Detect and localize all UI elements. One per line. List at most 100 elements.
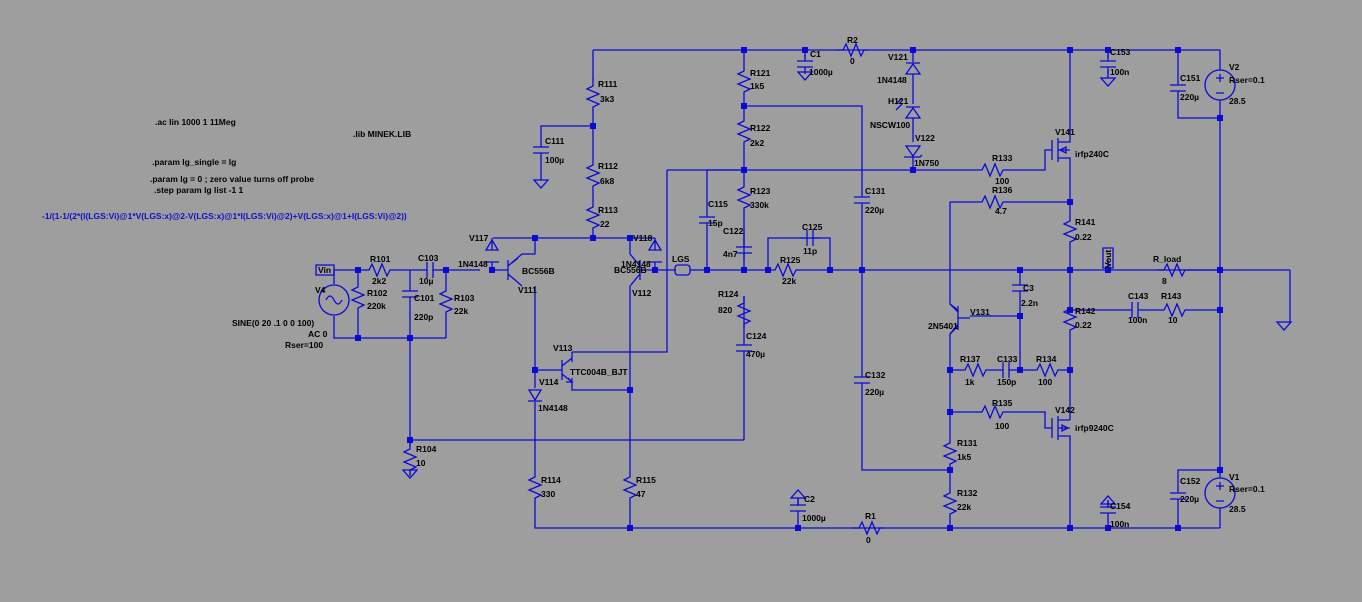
label-R113-name[interactable]: R113 [598,205,618,215]
net-label-Vin[interactable] [315,264,335,276]
mosfet-V141[interactable] [1051,138,1071,162]
voltage-source-V2[interactable] [1204,69,1236,101]
resistor-R103[interactable] [439,283,453,317]
label-R1-name[interactable]: R1 [865,511,876,521]
label-R133-value[interactable]: 100 [995,176,1009,186]
label-C111-name[interactable]: C111 [545,136,565,146]
label-C143-value[interactable]: 100n [1128,315,1147,325]
transistor-V131[interactable] [949,303,970,335]
resistor-R123[interactable] [737,179,751,213]
label-V122-name[interactable]: V122 [915,133,935,143]
label-R124-value[interactable]: 820 [718,305,732,315]
label-R122-value[interactable]: 2k2 [750,138,764,148]
label-R142-value[interactable]: 0.22 [1075,320,1092,330]
label-C154-value[interactable]: 100n [1110,519,1129,529]
label-C133-value[interactable]: 150p [997,377,1016,387]
label-R142-name[interactable]: R142 [1075,306,1096,316]
label-R111-name[interactable]: R111 [598,79,618,89]
label-R121-value[interactable]: 1k5 [750,81,764,91]
label-C115-value[interactable]: 15p [708,218,723,228]
label-C101-name[interactable]: C101 [414,293,435,303]
diode-V121[interactable] [904,62,922,75]
label-V4-value[interactable]: SINE(0 20 .1 0 0 100) [232,318,314,328]
label-R115-value[interactable]: 47 [636,489,646,499]
resistor-R114[interactable] [528,469,542,503]
label-C125-value[interactable]: 11p [803,246,817,256]
directive-param-single[interactable]: .param lg_single = lg [152,157,236,167]
label-R113-value[interactable]: 22 [600,219,610,229]
resistor-R133[interactable] [974,163,1008,177]
label-R134-value[interactable]: 100 [1038,377,1052,387]
label-V141-name[interactable]: V141 [1055,127,1075,137]
label-R2-value[interactable]: 0 [850,56,855,66]
label-R134-name[interactable]: R134 [1036,354,1057,364]
capacitor-C133[interactable] [995,361,1017,379]
label-R141-name[interactable]: R141 [1075,217,1096,227]
label-V113-name[interactable]: V113 [553,343,573,353]
resistor-R132[interactable] [943,485,957,519]
label-C143-name[interactable]: C143 [1128,291,1149,301]
directive-lib[interactable]: .lib MINEK.LIB [353,129,411,139]
directive-param-lg[interactable]: .param lg = 0 ; zero value turns off pro… [150,174,314,184]
label-R124-name[interactable]: R124 [718,289,739,299]
label-V121-value[interactable]: 1N4148 [877,75,907,85]
label-R114-name[interactable]: R114 [541,475,561,485]
label-V1-value[interactable]: 28.5 [1229,504,1246,514]
label-R_load-value[interactable]: 8 [1162,276,1167,286]
directive-ac[interactable]: .ac lin 1000 1 11Meg [155,117,236,127]
resistor-R101[interactable] [361,263,395,277]
label-V114-name[interactable]: V114 [539,377,559,387]
label-C124-value[interactable]: 470µ [746,349,765,359]
label-R136-name[interactable]: R136 [992,185,1013,195]
label-R135-name[interactable]: R135 [992,398,1013,408]
label-V114-value[interactable]: 1N4148 [538,403,568,413]
label-C124-name[interactable]: C124 [746,331,767,341]
label-V1-name[interactable]: V1 [1229,472,1240,482]
label-Vin-name[interactable]: Vin [318,265,331,275]
label-V112-value[interactable]: BC556B [614,265,647,275]
voltage-source-V4[interactable] [318,284,350,316]
resistor-R121[interactable] [737,63,751,97]
label-R_load-name[interactable]: R_load [1153,254,1181,264]
label-C2-value[interactable]: 1000µ [802,513,826,523]
diode-V117[interactable] [484,238,500,263]
label-V131-name[interactable]: V131 [970,307,990,317]
label-R123-value[interactable]: 330k [750,200,769,210]
directive-measure[interactable]: -1/(1-1/(2*(I(LGS:Vi)@1*V(LGS:x)@2-V(LGS… [42,211,407,221]
zener-V122[interactable] [904,145,923,158]
label-R121-name[interactable]: R121 [750,68,771,78]
voltage-source-V1[interactable] [1204,477,1236,509]
resistor-R115[interactable] [623,469,637,503]
label-R104-value[interactable]: 10 [416,458,426,468]
label-C151-value[interactable]: 220µ [1180,92,1199,102]
label-R125-value[interactable]: 22k [782,276,796,286]
label-R131-name[interactable]: R131 [957,438,978,448]
net-label-Vout[interactable] [1102,247,1114,269]
label-R101-value[interactable]: 2k2 [372,276,386,286]
label-C3-value[interactable]: 2.2n [1021,298,1038,308]
label-R143-value[interactable]: 10 [1168,315,1178,325]
label-V113-value[interactable]: TTC004B_BJT [570,367,628,377]
label-V118-value[interactable]: 1N4148 [621,259,651,269]
label-V117-name[interactable]: V117 [469,233,489,243]
label-R1-value[interactable]: 0 [866,535,871,545]
label-R102-value[interactable]: 220k [367,301,386,311]
label-R104-name[interactable]: R104 [416,444,437,454]
directive-step[interactable]: .step param lg list -1 1 [154,185,244,195]
label-C151-name[interactable]: C151 [1180,73,1201,83]
label-V2-rser[interactable]: Rser=0.1 [1229,75,1265,85]
label-C122-name[interactable]: C122 [723,226,744,236]
label-V142-name[interactable]: V142 [1055,405,1075,415]
label-R103-value[interactable]: 22k [454,306,468,316]
label-C154-name[interactable]: C154 [1110,501,1131,511]
label-C131-value[interactable]: 220µ [865,205,884,215]
label-R103-name[interactable]: R103 [454,293,475,303]
diode-V114[interactable] [527,389,543,402]
resistor-R131[interactable] [943,435,957,469]
label-C153-name[interactable]: C153 [1110,47,1131,57]
label-R132-name[interactable]: R132 [957,488,978,498]
label-C1-name[interactable]: C1 [810,49,821,59]
label-R123-name[interactable]: R123 [750,186,771,196]
label-C103-name[interactable]: C103 [418,253,439,263]
transistor-V113[interactable] [561,357,574,383]
